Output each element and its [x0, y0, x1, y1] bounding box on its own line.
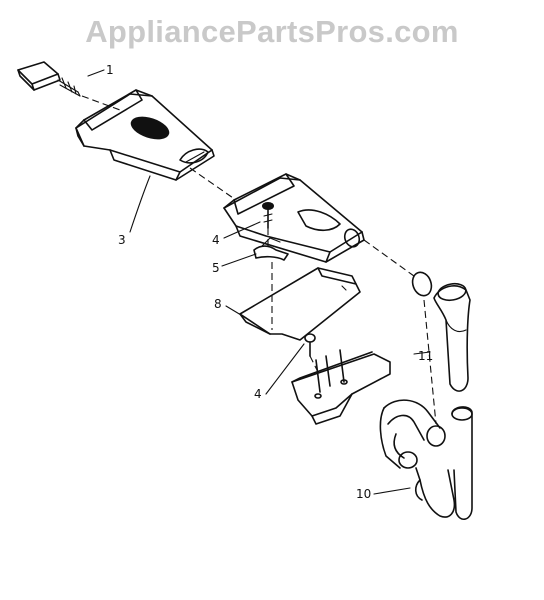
callout-3: 3 [118, 233, 126, 247]
bracket [291, 349, 391, 425]
callout-4-upper: 4 [212, 233, 220, 247]
part-3-vent-cover [75, 89, 215, 181]
duct-adapter [223, 173, 365, 263]
callout-labels: 1 3 4 5 8 4 11 10 [106, 63, 433, 501]
part-10-hose-assembly [379, 399, 473, 520]
callout-11: 11 [418, 349, 433, 363]
alignment-lines [81, 95, 437, 425]
part-11-hose [411, 271, 471, 392]
callout-1: 1 [106, 63, 114, 77]
part-1-knob [17, 61, 81, 97]
screw-4-upper [262, 202, 274, 229]
callout-8: 8 [214, 297, 222, 311]
clip-5 [253, 237, 289, 261]
screw-4-lower [304, 333, 316, 357]
callout-4-lower: 4 [254, 387, 262, 401]
callout-5: 5 [212, 261, 220, 275]
callout-10: 10 [356, 487, 371, 501]
watermark-logo: AppliancePartsPros.com [85, 14, 459, 49]
callout-leaders [87, 69, 431, 495]
part-8-mounting-plate [239, 267, 361, 341]
